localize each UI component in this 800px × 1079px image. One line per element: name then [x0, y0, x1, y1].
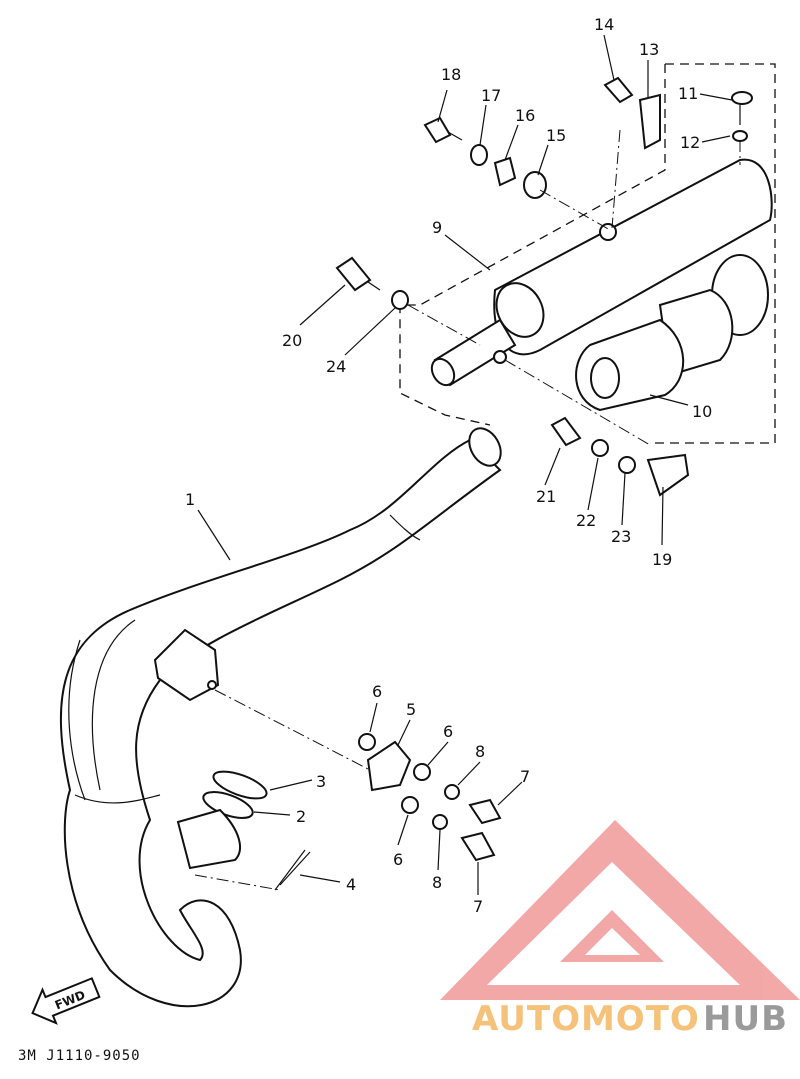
callout-21: 21	[536, 487, 556, 506]
fwd-arrow: FWD	[31, 977, 101, 1025]
callout-9: 9	[432, 218, 442, 237]
callout-15: 15	[546, 126, 566, 145]
callout-7b: 7	[473, 897, 483, 916]
callout-11: 11	[678, 84, 698, 103]
callout-18: 18	[441, 65, 461, 84]
callout-6a: 6	[372, 682, 382, 701]
callout-8b: 8	[432, 873, 442, 892]
exhaust-pipe	[59, 427, 502, 1008]
callout-2: 2	[296, 807, 306, 826]
callout-6b: 6	[443, 722, 453, 741]
watermark-text: AUTOMOTO HUB	[472, 999, 788, 1039]
drawing-code: 3M J1110-9050	[18, 1048, 141, 1064]
watermark-brand-part2: HUB	[703, 999, 788, 1039]
centre-lines	[194, 129, 741, 891]
callout-5: 5	[406, 700, 416, 719]
callout-20: 20	[282, 331, 302, 350]
callout-16: 16	[515, 106, 535, 125]
leader-lines	[197, 34, 733, 895]
small-parts	[176, 76, 753, 891]
callout-7a: 7	[520, 767, 530, 786]
callout-23: 23	[611, 527, 631, 546]
callout-12: 12	[680, 133, 700, 152]
silencer-core	[575, 254, 769, 412]
callout-24: 24	[326, 357, 346, 376]
callout-10: 10	[692, 402, 712, 421]
callout-1: 1	[185, 490, 195, 509]
callout-4: 4	[346, 875, 356, 894]
callout-6c: 6	[393, 850, 403, 869]
callout-17: 17	[481, 86, 501, 105]
callout-8a: 8	[475, 742, 485, 761]
callout-13: 13	[639, 40, 659, 59]
callout-3: 3	[316, 772, 326, 791]
silencer-body	[430, 158, 773, 387]
callout-19: 19	[652, 550, 672, 569]
callout-22: 22	[576, 511, 596, 530]
callout-14: 14	[594, 15, 614, 34]
callouts: 1 2 3 4 5 6 6 6 7 7 8 8 9 10 11 12 13 14…	[185, 15, 712, 916]
watermark-logo	[440, 820, 800, 1000]
watermark-brand-part1: AUTOMOTO	[472, 999, 700, 1039]
